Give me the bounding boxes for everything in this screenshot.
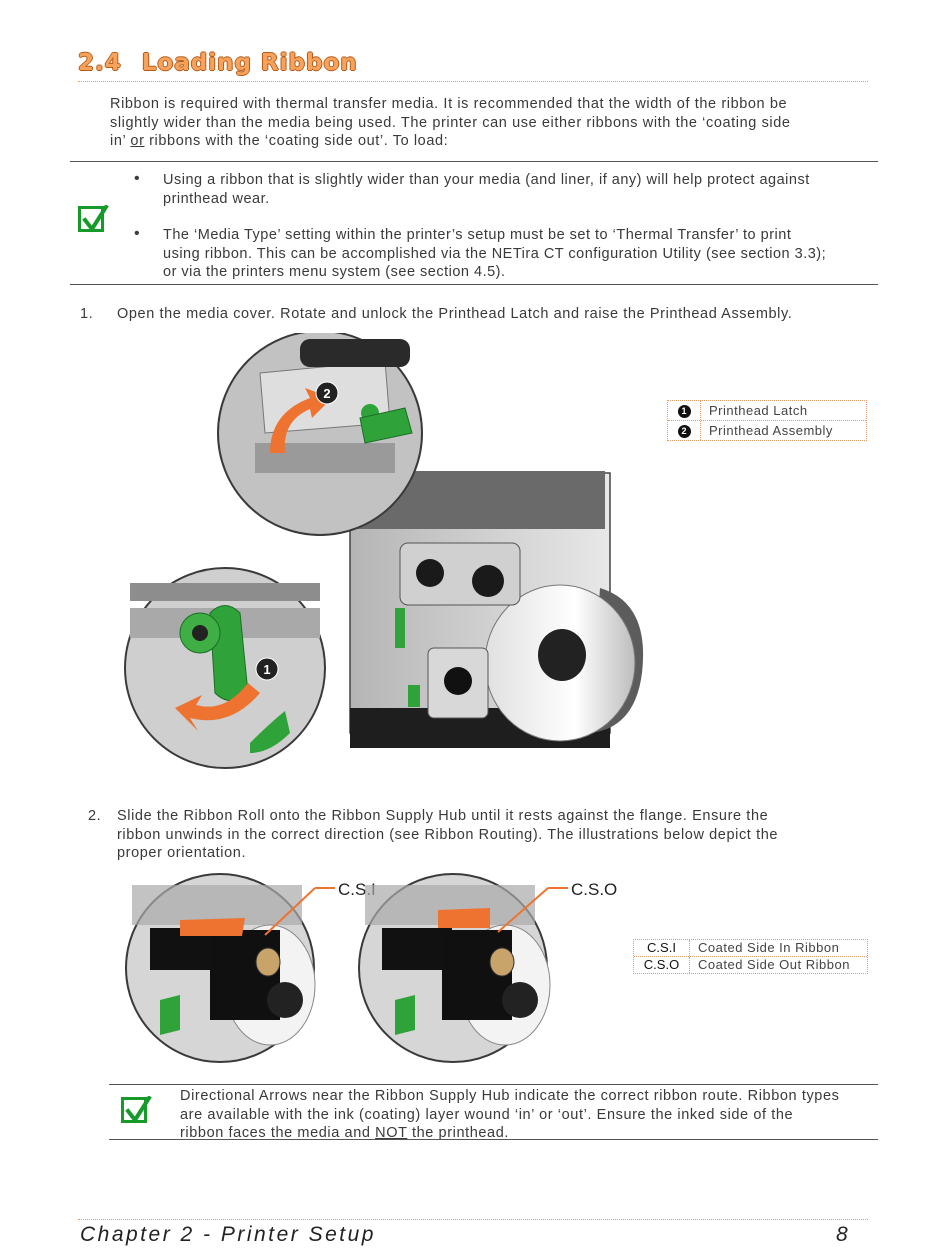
intro-line-2: slightly wider than the media being used…: [110, 114, 791, 131]
svg-text:1: 1: [263, 662, 270, 677]
step2-text: Slide the Ribbon Roll onto the Ribbon Su…: [117, 808, 779, 861]
intro-line-1: Ribbon is required with thermal transfer…: [110, 96, 788, 112]
step2-number: 2.: [88, 808, 102, 824]
section-number: 2.4: [78, 50, 122, 76]
callout-1: 1: [255, 657, 279, 681]
legend-row-printhead-assembly: 2 Printhead Assembly: [668, 421, 866, 440]
intro-paragraph: Ribbon is required with thermal transfer…: [110, 95, 890, 151]
checkmark-icon: [121, 1096, 152, 1124]
section-heading: 2.4 Loading Ribbon: [78, 50, 358, 76]
footer-rule: [78, 1219, 868, 1220]
figure2-legend: C.S.I Coated Side In Ribbon C.S.O Coated…: [633, 939, 868, 974]
legend-row-cso: C.S.O Coated Side Out Ribbon: [634, 957, 867, 973]
note1-bottom-rule: [70, 284, 878, 285]
svg-text:2: 2: [323, 386, 330, 401]
note1-bullet-1: • Using a ribbon that is slightly wider …: [134, 170, 810, 207]
legend-row-printhead-latch: 1 Printhead Latch: [668, 401, 866, 421]
printer-illustration: 2 1: [124, 333, 644, 769]
section-title: Loading Ribbon: [141, 50, 358, 76]
legend-row-csi: C.S.I Coated Side In Ribbon: [634, 940, 867, 957]
footer-chapter: Chapter 2 - Printer Setup: [80, 1223, 376, 1246]
label-cso: C.S.O: [571, 880, 617, 899]
note2-text: Directional Arrows near the Ribbon Suppl…: [180, 1088, 840, 1141]
figure1-legend: 1 Printhead Latch 2 Printhead Assembly: [667, 400, 867, 441]
note1-bullet-2: • The ‘Media Type’ setting within the pr…: [134, 225, 827, 280]
ribbon-orientation-illustration: C.S.I C.S.O: [125, 873, 617, 1063]
heading-rule: [78, 81, 868, 82]
footer-page-number: 8: [836, 1223, 848, 1246]
checkmark-icon: [78, 205, 109, 233]
callout-2: 2: [315, 381, 339, 405]
note2-top-rule: [109, 1084, 878, 1085]
step1-number: 1.: [80, 306, 94, 322]
note2-bottom-rule: [109, 1139, 878, 1140]
step1-text: Open the media cover. Rotate and unlock …: [117, 306, 793, 322]
intro-line-3: in’ or ribbons with the ‘coating side ou…: [110, 133, 449, 149]
note1-top-rule: [70, 161, 878, 162]
